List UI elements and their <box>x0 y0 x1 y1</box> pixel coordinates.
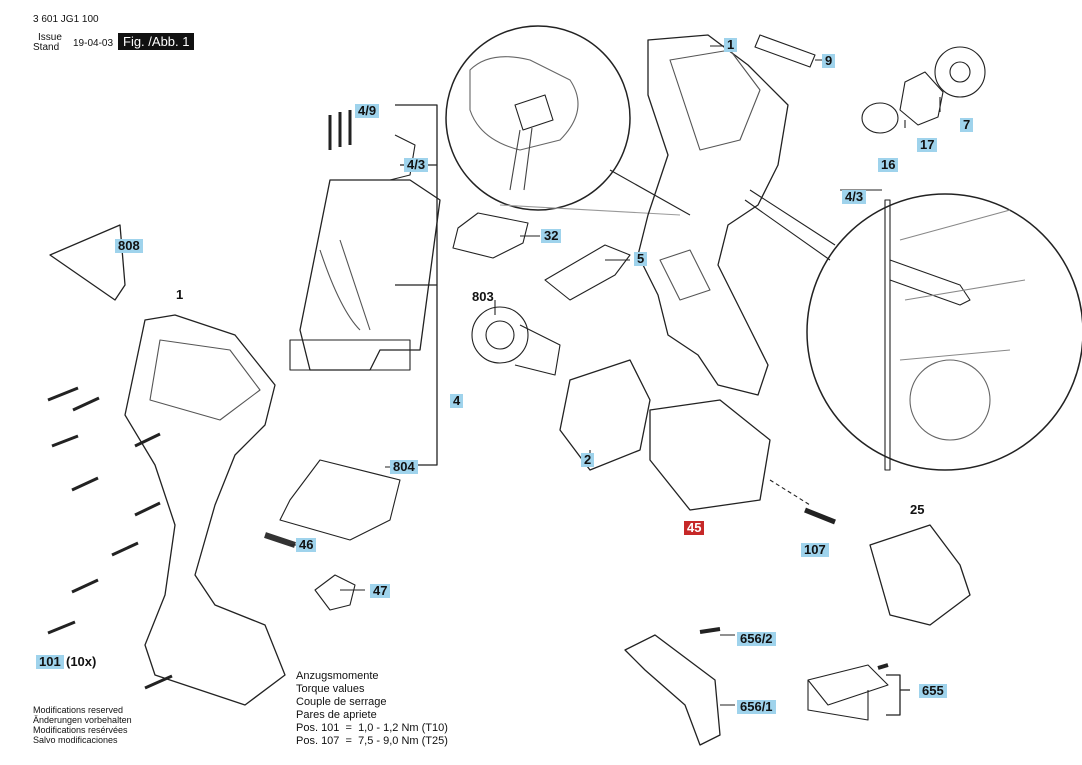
callout-part-101: 101 <box>36 655 64 669</box>
callout-part-656-2: 656/2 <box>737 632 776 646</box>
detail-circle-right <box>806 193 1082 471</box>
callout-part-16: 16 <box>878 158 899 172</box>
figure-label: Fig. /Abb. 1 <box>118 33 195 50</box>
callout-part-1-left: 1 <box>176 287 184 302</box>
torque-heading-es: Pares de apriete <box>296 709 377 721</box>
torque-heading-de: Anzugsmomente <box>296 670 379 682</box>
stand-label: Stand <box>33 42 60 53</box>
callout-part-4-3-right: 4/3 <box>842 190 867 204</box>
torque-values-block: Anzugsmomente Torque values Couple de se… <box>296 670 448 748</box>
callout-part-655: 655 <box>919 684 947 698</box>
issue-date: 19-04-03 <box>73 38 114 49</box>
modifications-notice: Modifications reserved Änderungen vorbeh… <box>33 705 132 745</box>
callout-part-45: 45 <box>684 521 705 535</box>
callout-part-47: 47 <box>370 584 391 598</box>
callout-part-25: 25 <box>910 502 925 517</box>
callout-part-804: 804 <box>390 460 418 474</box>
torque-heading-en: Torque values <box>296 683 365 695</box>
electronics-shape <box>299 179 441 371</box>
callout-part-808: 808 <box>115 239 143 253</box>
callout-part-803: 803 <box>472 289 494 304</box>
torque-pos-107: Pos. 107 = 7,5 - 9,0 Nm (T25) <box>296 735 448 747</box>
callout-part-9: 9 <box>822 54 836 68</box>
callout-part-2: 2 <box>581 453 595 467</box>
callout-part-656-1: 656/1 <box>737 700 776 714</box>
detail-circle-top <box>445 25 631 211</box>
callout-part-17: 17 <box>917 138 938 152</box>
modifications-en: Modifications reserved <box>33 705 124 715</box>
modifications-fr: Modifications resérvées <box>33 725 128 735</box>
housing-right-shape <box>637 34 789 396</box>
modifications-es: Salvo modificaciones <box>33 735 118 745</box>
callout-part-32: 32 <box>541 229 562 243</box>
doc-number: 3 601 JG1 100 <box>33 14 99 25</box>
callout-part-4-3-left: 4/3 <box>404 158 429 172</box>
callout-part-5: 5 <box>634 252 648 266</box>
torque-heading-fr: Couple de serrage <box>296 696 387 708</box>
callout-part-46: 46 <box>296 538 317 552</box>
torque-pos-101: Pos. 101 = 1,0 - 1,2 Nm (T10) <box>296 722 448 734</box>
callout-part-4: 4 <box>450 394 464 408</box>
callout-part-4-9: 4/9 <box>355 104 380 118</box>
callout-part-7: 7 <box>960 118 974 132</box>
modifications-de: Änderungen vorbehalten <box>33 715 132 725</box>
callout-part-1-top: 1 <box>724 38 738 52</box>
housing-left-shape <box>124 314 286 706</box>
callout-part-101-quantity: (10x) <box>66 654 97 669</box>
callout-part-107: 107 <box>801 543 829 557</box>
issue-label: Issue <box>38 32 62 43</box>
